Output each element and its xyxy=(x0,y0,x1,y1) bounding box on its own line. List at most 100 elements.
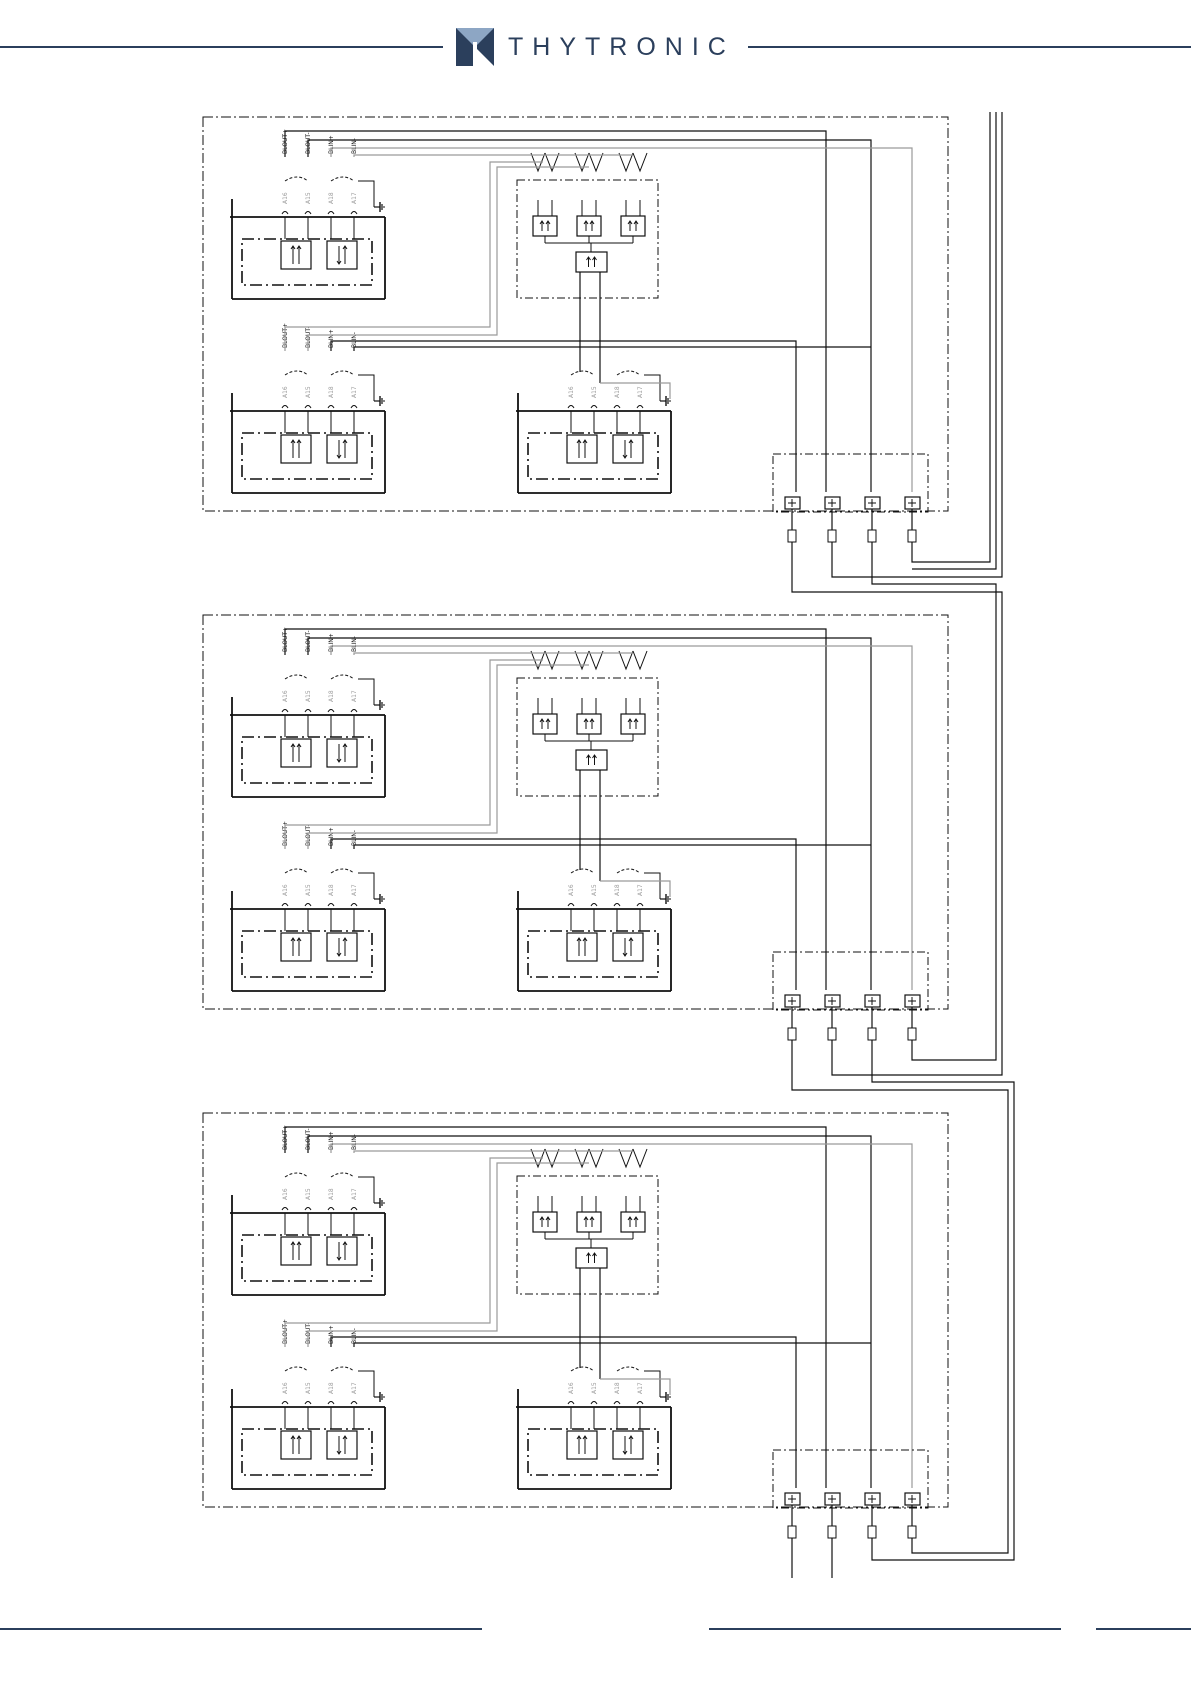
terminal-label: A16 xyxy=(282,1382,289,1394)
wire xyxy=(353,346,871,351)
terminal-label: A17 xyxy=(351,386,358,398)
splitter-box xyxy=(620,1211,646,1233)
footer-rule-middle xyxy=(709,1628,1061,1630)
fiber-loop xyxy=(791,112,1015,1578)
terminal-label: A17 xyxy=(351,1382,358,1394)
fiber-connector-icon xyxy=(828,997,836,1005)
terminal-label: A17 xyxy=(637,884,644,896)
terminal-icon xyxy=(327,211,335,215)
relay-output-box xyxy=(280,932,312,962)
terminal-label: A18 xyxy=(614,386,621,398)
splitter-box xyxy=(576,215,602,237)
signal-splitter xyxy=(516,1148,659,1295)
header-rule-left xyxy=(0,46,443,48)
arrow-icon xyxy=(342,937,348,942)
arrow-icon xyxy=(592,1252,597,1257)
connector-border xyxy=(772,1449,929,1509)
splitter-main-box xyxy=(575,1247,608,1269)
terminal-label: A15 xyxy=(305,1188,312,1200)
terminal-icon xyxy=(304,211,312,215)
terminal-icon xyxy=(350,1401,358,1405)
wire xyxy=(284,1157,543,1347)
fiber-connector-icon xyxy=(788,499,796,507)
splitter-border xyxy=(516,677,659,797)
fiber-connector-icon xyxy=(868,997,876,1005)
fiber-plug xyxy=(907,1027,917,1041)
arrow-icon xyxy=(592,256,597,261)
relay-output-box xyxy=(280,434,312,464)
connector-block xyxy=(772,453,929,543)
arrow-icon xyxy=(539,220,545,225)
fiber-plug xyxy=(907,1525,917,1539)
splitter-box xyxy=(532,215,558,237)
wire xyxy=(330,1336,797,1488)
signal-label: BLIN- xyxy=(351,1134,358,1150)
terminal-label: A15 xyxy=(305,386,312,398)
wire xyxy=(307,139,872,492)
terminal-icon xyxy=(304,1207,312,1211)
fiber-connector-icon xyxy=(908,499,916,507)
wire xyxy=(330,1143,913,1488)
fiber-connector-icon xyxy=(788,997,796,1005)
arrow-icon xyxy=(589,220,595,225)
jumper-wire xyxy=(570,1366,595,1372)
signal-label: BLIN- xyxy=(351,332,358,348)
relay-input-box xyxy=(612,434,644,464)
fiber-wire xyxy=(912,112,997,570)
wire xyxy=(284,130,827,492)
fiber-plug xyxy=(867,529,877,543)
connector-border xyxy=(772,951,929,1011)
panel-border xyxy=(202,116,949,512)
arrow-icon xyxy=(622,454,628,459)
terminal-icon xyxy=(281,1207,289,1211)
arrow-icon xyxy=(589,1216,595,1221)
arrow-icon xyxy=(539,1216,545,1221)
terminal-icon xyxy=(350,903,358,907)
splitter-fork xyxy=(530,1148,560,1169)
splitter-main-box xyxy=(575,749,608,771)
terminal-icon xyxy=(613,1401,621,1405)
wire xyxy=(353,652,633,655)
terminal-icon xyxy=(636,903,644,907)
terminal-icon xyxy=(636,405,644,409)
wire xyxy=(330,838,797,990)
terminal-label: A15 xyxy=(591,884,598,896)
relay-internal xyxy=(241,432,373,480)
arrow-icon xyxy=(633,220,639,225)
terminal-label: A18 xyxy=(328,192,335,204)
wire xyxy=(330,645,913,990)
arrow-icon xyxy=(586,754,591,759)
relay-internal xyxy=(527,930,659,978)
relay-output-box xyxy=(566,1430,598,1460)
splitter-border xyxy=(516,1175,659,1295)
footer-rule-right xyxy=(1096,1628,1191,1630)
ground-wire xyxy=(358,180,375,207)
arrow-icon xyxy=(583,1216,589,1221)
arrow-icon xyxy=(583,718,589,723)
wire xyxy=(284,628,827,990)
fiber-connector-icon xyxy=(908,997,916,1005)
jumper-wire xyxy=(284,176,309,182)
arrow-icon xyxy=(290,245,296,250)
terminal-label: A16 xyxy=(282,192,289,204)
ground-wire xyxy=(358,1176,375,1203)
terminal-label: A18 xyxy=(328,386,335,398)
relay-internal xyxy=(241,736,373,784)
arrow-icon xyxy=(576,937,582,942)
terminal-icon xyxy=(327,405,335,409)
arrow-icon xyxy=(545,1216,551,1221)
terminal-label: A15 xyxy=(591,1382,598,1394)
jumper-wire xyxy=(330,176,355,182)
arrow-icon xyxy=(582,1435,588,1440)
jumper-wire xyxy=(330,868,355,874)
arrow-icon xyxy=(628,1435,634,1440)
relay-output-box xyxy=(566,932,598,962)
arrow-icon xyxy=(290,1435,296,1440)
splitter-box xyxy=(532,713,558,735)
splitter-fork xyxy=(574,650,604,671)
jumper-wire xyxy=(570,370,595,376)
terminal-icon xyxy=(567,405,575,409)
relay-input-box xyxy=(326,738,358,768)
